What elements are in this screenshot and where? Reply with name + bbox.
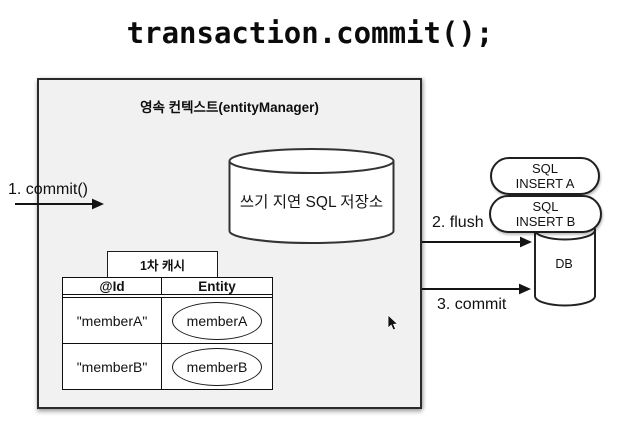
- entity-ellipse: memberB: [172, 347, 262, 386]
- table-cell-id: "memberA": [63, 298, 162, 343]
- sql-insert-a-shape: SQL INSERT A: [490, 157, 600, 195]
- page-title: transaction.commit();: [126, 16, 494, 50]
- commit1-arrow-label: 1. commit(): [8, 181, 88, 198]
- persistence-context-label: 영속 컨텍스트(entityManager): [140, 100, 319, 115]
- sql-insert-b-line1: SQL: [532, 199, 559, 214]
- table-header-entity: Entity: [198, 278, 236, 294]
- sql-store-label: 쓰기 지연 SQL 저장소: [239, 194, 384, 211]
- table-header-row: @Id Entity: [63, 278, 272, 298]
- flush-arrow: [422, 236, 532, 248]
- sql-insert-a-line2: INSERT A: [515, 176, 575, 191]
- sql-insert-a-line1: SQL: [531, 161, 558, 176]
- entity-ellipse: memberA: [172, 301, 262, 340]
- table-header-id: @Id: [63, 278, 162, 294]
- table-cell-entity: memberB: [162, 344, 272, 389]
- table-cell-entity: memberA: [162, 298, 272, 343]
- table-row: "memberB" memberB: [63, 344, 272, 389]
- sql-store-cylinder-icon: [228, 148, 395, 244]
- commit3-arrow-label: 3. commit: [437, 296, 507, 313]
- first-level-cache-tab-label: 1차 캐시: [140, 259, 185, 273]
- table-row: "memberA" memberA: [63, 298, 272, 344]
- first-level-cache-tab: 1차 캐시: [107, 251, 218, 278]
- db-label: DB: [555, 257, 573, 271]
- sql-insert-b-shape: SQL INSERT B: [489, 195, 602, 233]
- first-level-cache-table: @Id Entity "memberA" memberA "memberB" m…: [62, 277, 273, 390]
- flush-arrow-label: 2. flush: [432, 214, 484, 231]
- sql-insert-b-line2: INSERT B: [515, 214, 576, 229]
- table-cell-id: "memberB": [63, 344, 162, 389]
- commit3-arrow: [422, 283, 531, 295]
